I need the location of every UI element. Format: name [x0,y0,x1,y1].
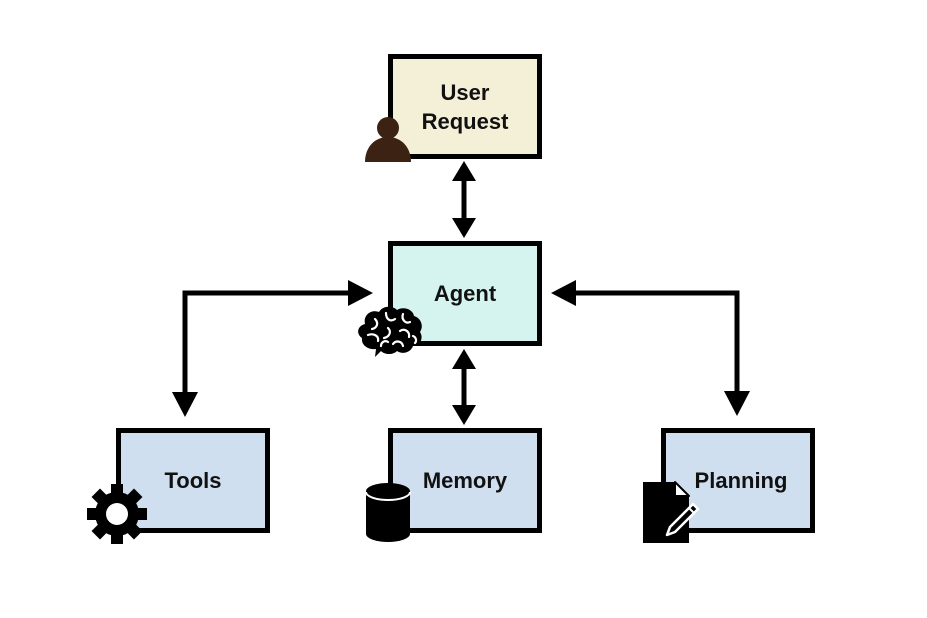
connector-agent-planning [551,280,750,416]
user-request-label: User Request [421,79,509,134]
connector-user-agent [452,161,476,238]
arrowhead-down [724,391,750,416]
arrowhead-up [452,349,476,369]
memory-label: Memory [422,468,508,493]
brain-icon [358,306,422,357]
arrowhead-left [551,280,576,306]
document-pencil-icon [643,481,700,543]
connector-agent-memory [452,349,476,425]
gear-icon [87,484,147,544]
arrowhead-down [452,405,476,425]
database-icon [365,483,411,542]
arrowhead-down [452,218,476,238]
memory-node: Memory [388,428,542,533]
tools-label: Tools [164,468,222,493]
person-icon [365,117,411,162]
planning-label: Planning [694,468,788,493]
user-request-node: User Request [388,54,542,159]
arrowhead-up [452,161,476,181]
arrowhead-down [172,392,198,417]
connector-agent-tools [172,280,373,417]
arrowhead-right [348,280,373,306]
agent-label: Agent [433,281,497,306]
